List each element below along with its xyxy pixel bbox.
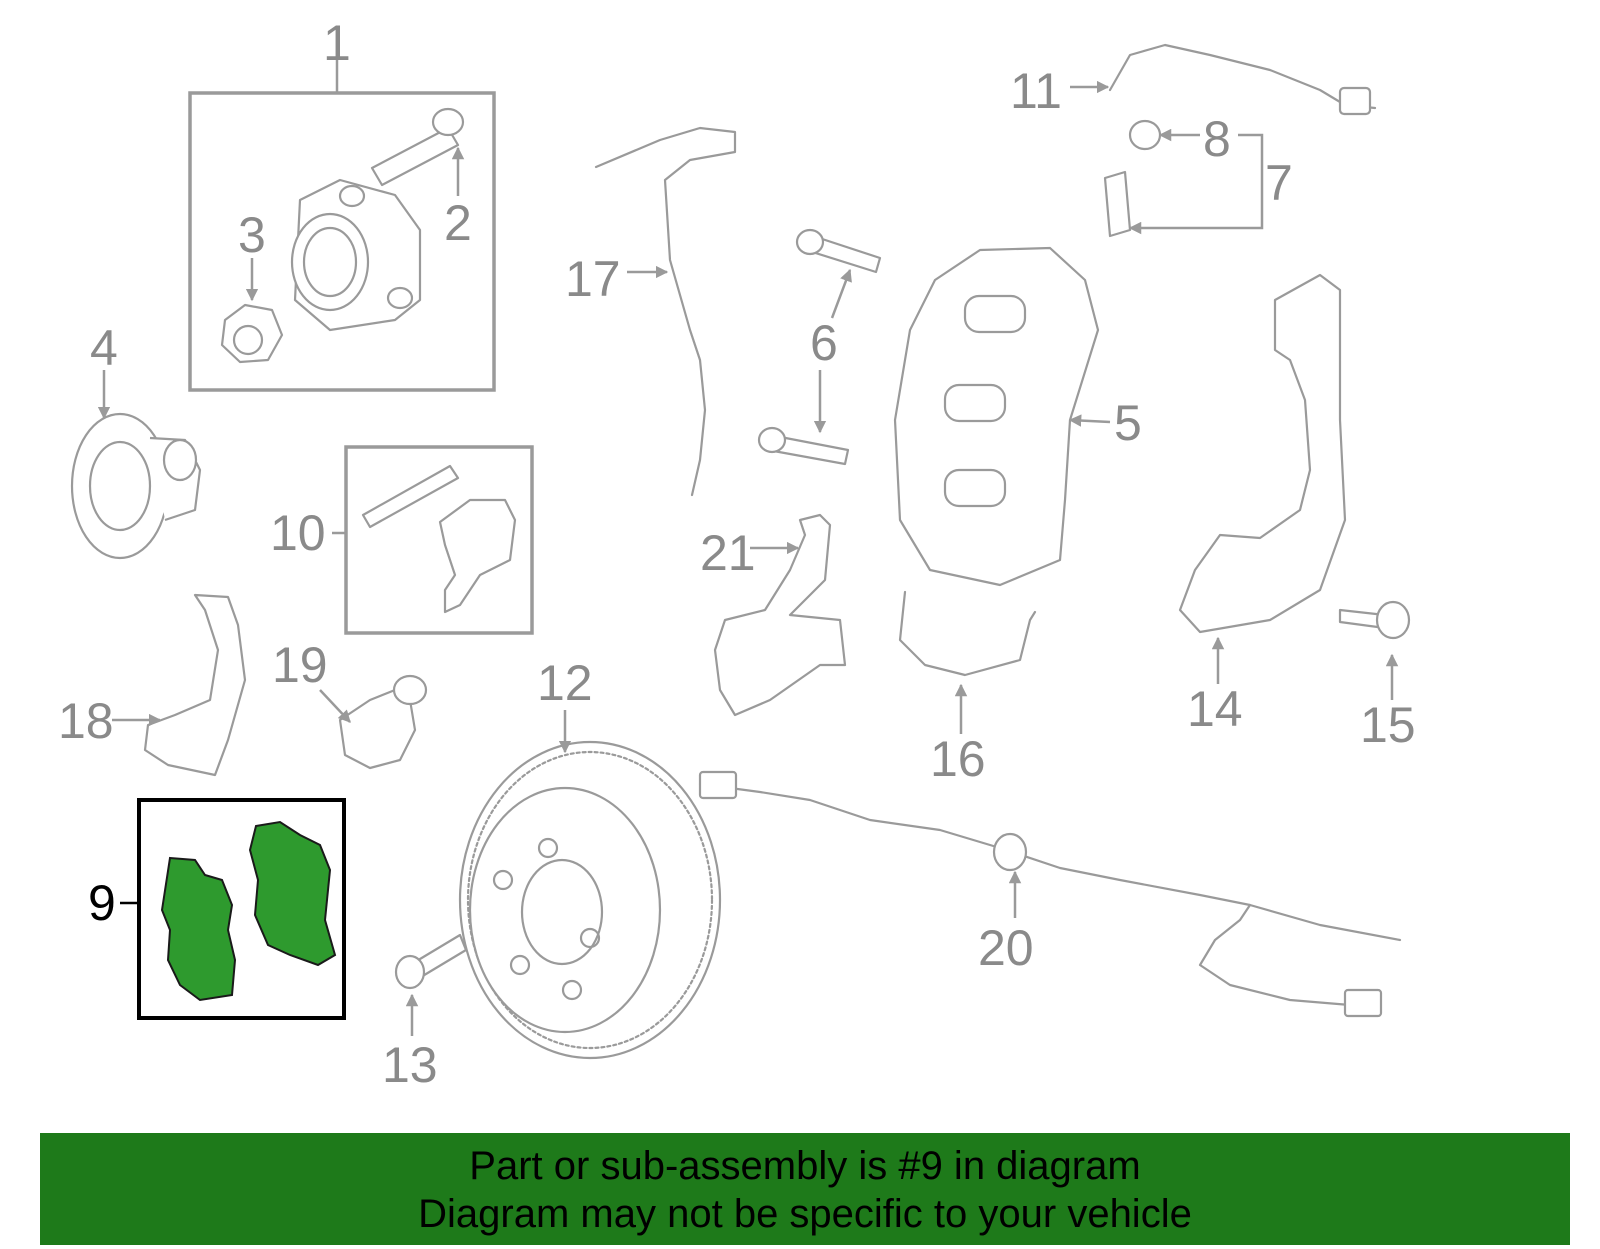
callout-3: 3	[238, 207, 266, 263]
sensor-part-19	[338, 674, 428, 770]
hub-part-4	[70, 412, 202, 560]
brake-hose-part-17	[594, 126, 737, 497]
callout-6: 6	[810, 315, 838, 371]
brake-rotor-part-12	[458, 740, 722, 1060]
banner-line-2: Diagram may not be specific to your vehi…	[418, 1192, 1192, 1236]
info-banner: Part or sub-assembly is #9 in diagram Di…	[40, 1133, 1570, 1245]
callout-8: 8	[1203, 111, 1231, 167]
callout-11: 11	[1010, 63, 1062, 119]
bracket-part-21	[713, 513, 847, 717]
wire-harness-part-20	[698, 782, 1402, 942]
group-box-9	[137, 798, 346, 1020]
wire-connector-11	[1338, 86, 1372, 116]
callout-2: 2	[444, 195, 472, 251]
wire-connector-20b	[1343, 988, 1383, 1018]
shield-part-14	[1178, 273, 1347, 634]
nut-part-3	[220, 303, 284, 364]
wire-branch-part-20	[1198, 903, 1352, 1007]
bolt-part-2	[370, 107, 465, 187]
callout-18: 18	[58, 693, 114, 749]
callout-4: 4	[90, 320, 118, 376]
sensor-wire-part-16	[898, 590, 1037, 677]
wire-harness-part-11	[1108, 43, 1377, 110]
leader-lines	[97, 60, 1399, 1036]
bearing-housing-part	[290, 178, 422, 332]
caliper-part-5	[893, 246, 1100, 587]
banner-line-1: Part or sub-assembly is #9 in diagram	[469, 1144, 1141, 1188]
pin-part-10	[361, 464, 517, 614]
bolt-part-15	[1338, 600, 1411, 640]
wire-connector-20a	[698, 770, 738, 800]
fitting-part-8	[1103, 119, 1162, 238]
callout-15: 15	[1360, 697, 1416, 753]
wire-grommet-20	[992, 832, 1028, 872]
callout-1: 1	[323, 15, 351, 71]
callout-13: 13	[382, 1037, 438, 1093]
callout-5: 5	[1114, 395, 1142, 451]
callout-9: 9	[88, 875, 116, 931]
bolt-part-6	[757, 228, 882, 466]
brake-pad-part-9	[160, 820, 337, 1002]
callout-20: 20	[978, 920, 1034, 976]
callout-7: 7	[1265, 155, 1293, 211]
callout-19: 19	[272, 637, 328, 693]
group-box-1	[188, 91, 496, 392]
bracket-part-18	[143, 593, 247, 777]
callout-16: 16	[930, 731, 986, 787]
bolt-part-13	[394, 933, 468, 990]
callout-10: 10	[270, 505, 326, 561]
callout-17: 17	[565, 251, 621, 307]
callout-21: 21	[700, 525, 756, 581]
group-box-10	[344, 445, 534, 635]
callout-12: 12	[537, 655, 593, 711]
callout-14: 14	[1187, 681, 1243, 737]
